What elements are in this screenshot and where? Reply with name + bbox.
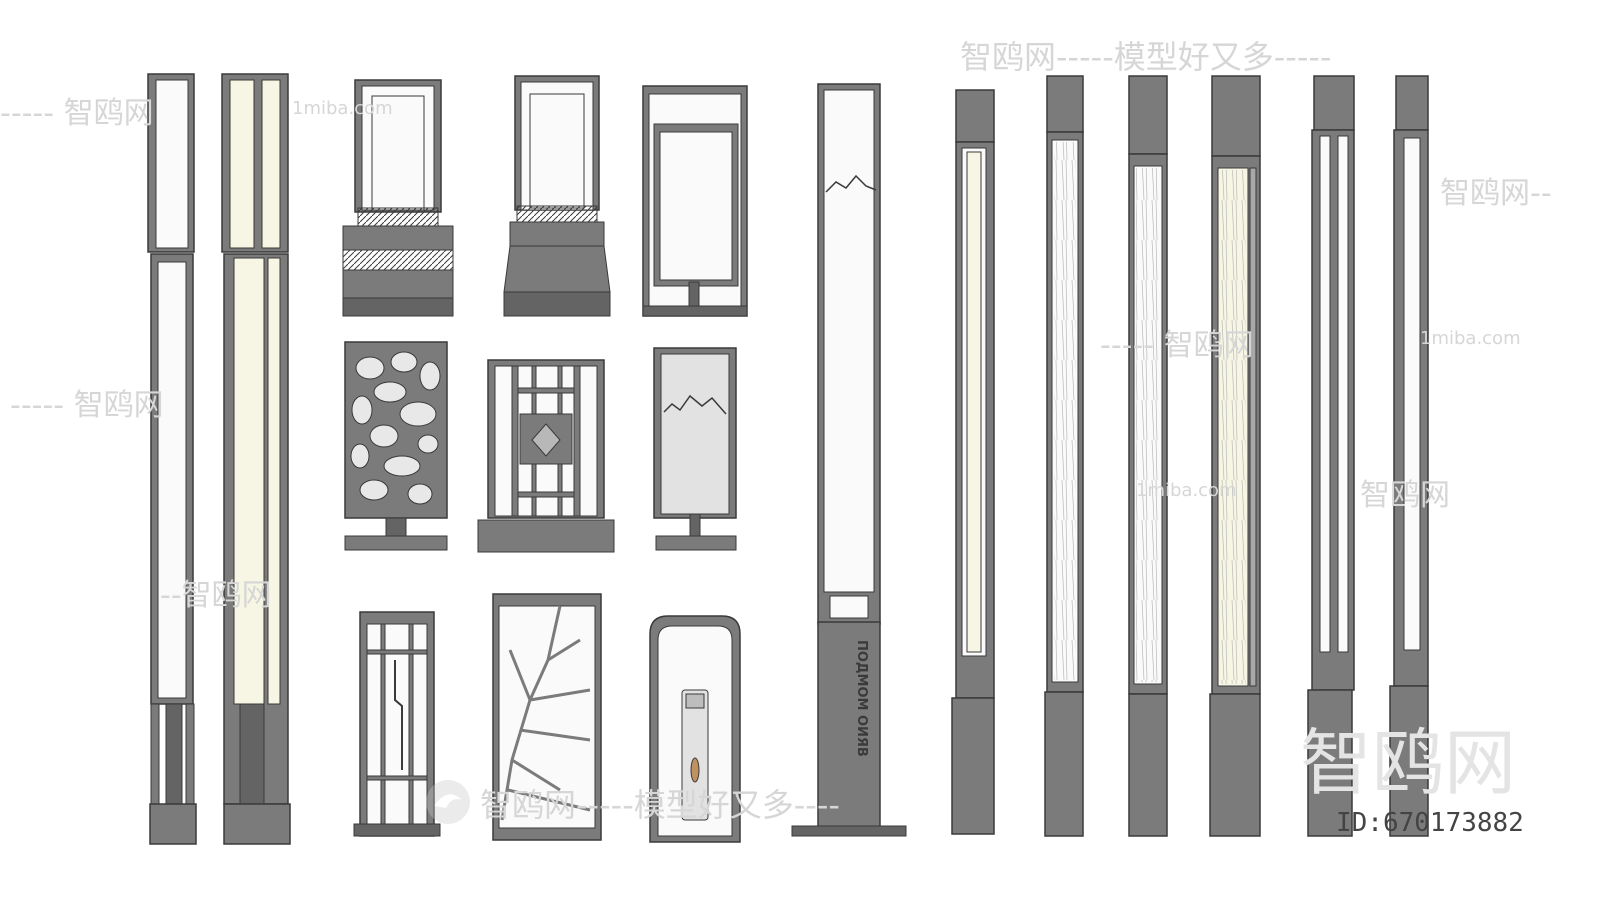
totem-sign-lamp: ПОДМОМ ОИЯВ [791, 83, 907, 837]
lantern-frame-3 [642, 85, 748, 317]
column-lamp-4 [1044, 75, 1084, 837]
lantern-mountain-panel [653, 347, 737, 551]
lantern-arch-candle [649, 615, 741, 843]
watermark-logo-icon [426, 780, 470, 824]
lantern-pedestal-1 [342, 79, 454, 317]
lantern-lattice [353, 611, 441, 837]
lantern-pedestal-2 [503, 75, 611, 317]
column-lamp-3 [951, 89, 995, 835]
column-lamp-6 [1209, 75, 1261, 837]
column-lamp-8 [1389, 75, 1429, 837]
column-lamp-1 [147, 73, 197, 845]
lantern-branch-panel [492, 593, 602, 841]
lantern-geometric-grid [477, 359, 615, 553]
engraved-text: ПОДМОМ ОИЯВ [854, 640, 869, 757]
column-lamp-7 [1307, 75, 1355, 837]
column-lamp-2 [221, 73, 291, 845]
column-lamp-5 [1128, 75, 1168, 837]
lantern-organic-cutout [344, 341, 448, 551]
